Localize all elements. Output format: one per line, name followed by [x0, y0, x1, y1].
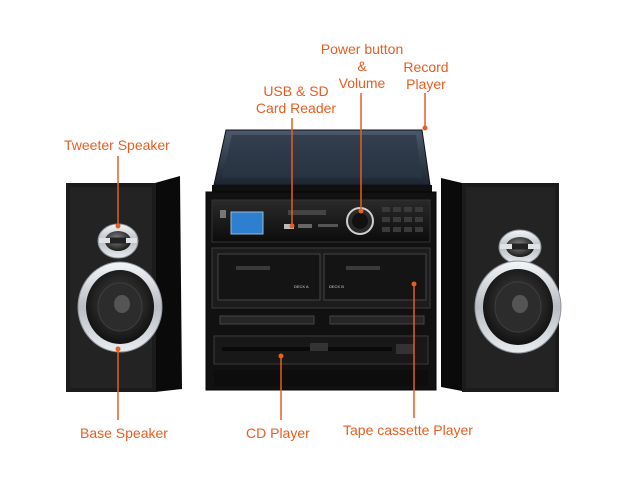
left-woofer — [77, 261, 163, 353]
power-volume-label: Power button & Volume — [312, 41, 412, 92]
control-panel — [211, 199, 431, 243]
cd-player-label: CD Player — [246, 425, 310, 441]
tweeter-speaker-label: Tweeter Speaker — [64, 137, 170, 153]
record-player — [212, 129, 432, 197]
right-tweeter — [498, 229, 542, 265]
deck-a — [217, 253, 321, 301]
record-player-label-line2: Player — [406, 76, 446, 92]
usb-sd-label: USB & SD Card Reader — [248, 83, 344, 117]
usb-sd-label-line1: USB & SD — [263, 83, 329, 99]
right-woofer — [474, 260, 562, 354]
power-volume-label-line3: Volume — [338, 75, 386, 91]
deck-b-label: DECK B — [329, 284, 344, 289]
record-player-label: Record Player — [398, 59, 454, 93]
power-volume-label-line2: & — [357, 58, 367, 74]
tape-cassette-label: Tape cassette Player — [343, 422, 473, 438]
main-unit: DECK A DECK B — [205, 129, 437, 391]
left-tweeter — [97, 223, 139, 259]
callouts — [115, 93, 428, 420]
usb-sd-card-reader — [284, 224, 338, 229]
tape-cassette-player: DECK A DECK B — [211, 247, 431, 325]
power-volume-label-line1: Power button — [320, 41, 404, 57]
right-speaker — [441, 178, 562, 392]
left-speaker — [66, 176, 182, 392]
lcd-display — [230, 211, 264, 235]
base-speaker-label: Base Speaker — [80, 425, 168, 441]
record-player-label-line1: Record — [403, 59, 449, 75]
control-buttons — [382, 207, 423, 232]
deck-b — [323, 253, 427, 301]
cd-player — [213, 335, 429, 365]
usb-sd-label-line2: Card Reader — [255, 100, 337, 116]
deck-a-label: DECK A — [294, 284, 309, 289]
